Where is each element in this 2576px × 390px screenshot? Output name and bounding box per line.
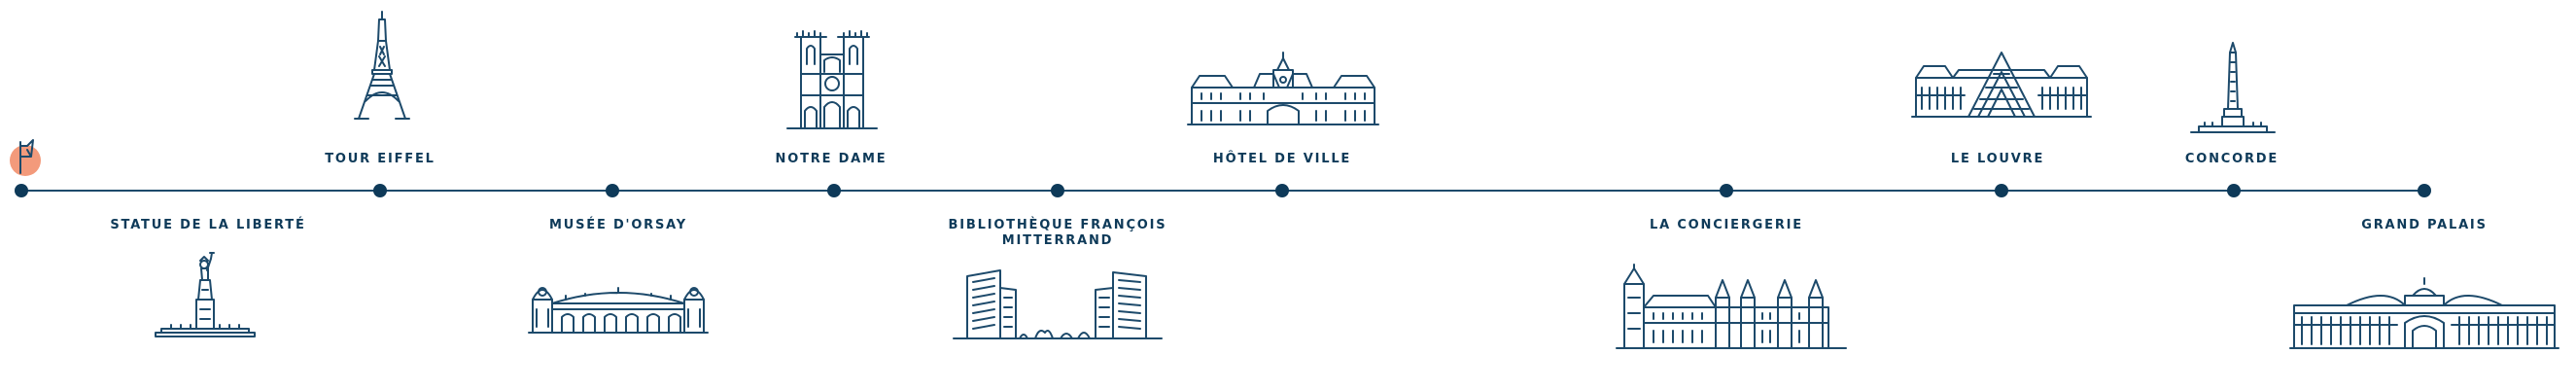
- timeline-dot-statue-liberte[interactable]: [15, 184, 28, 197]
- timeline-dot-grand-palais[interactable]: [2418, 184, 2431, 197]
- conciergerie-icon: [1615, 264, 1848, 352]
- timeline-dot-musee-orsay[interactable]: [606, 184, 619, 197]
- grand-palais-icon: [2288, 277, 2560, 352]
- notre-dame-icon: [785, 25, 879, 132]
- timeline-dot-concorde[interactable]: [2227, 184, 2241, 197]
- stop-label-louvre[interactable]: LE LOUVRE: [1950, 152, 2045, 166]
- hotel-de-ville-icon: [1186, 52, 1380, 128]
- stop-label-tour-eiffel[interactable]: TOUR EIFFEL: [325, 152, 435, 166]
- stop-label-hotel-de-ville[interactable]: HÔTEL DE VILLE: [1212, 152, 1352, 166]
- stop-label-musee-orsay[interactable]: MUSÉE D'ORSAY: [549, 218, 687, 232]
- stop-label-statue-liberte[interactable]: STATUE DE LA LIBERTÉ: [110, 218, 306, 232]
- stop-label-grand-palais[interactable]: GRAND PALAIS: [2361, 218, 2488, 232]
- eiffel-tower-icon: [351, 11, 413, 126]
- stop-label-concorde[interactable]: CONCORDE: [2184, 152, 2280, 166]
- timeline-line: [21, 190, 2424, 192]
- timeline-dot-hotel-de-ville[interactable]: [1275, 184, 1289, 197]
- musee-orsay-icon: [527, 270, 710, 337]
- timeline-dot-bibliotheque[interactable]: [1051, 184, 1064, 197]
- stop-label-bibliotheque[interactable]: BIBLIOTHÈQUE FRANÇOIS MITTERRAND: [948, 218, 1167, 248]
- timeline-dot-notre-dame[interactable]: [827, 184, 841, 197]
- louvre-icon: [1910, 45, 2093, 121]
- bibliotheque-icon: [952, 268, 1164, 342]
- timeline-dot-louvre[interactable]: [1995, 184, 2008, 197]
- flag-icon: [10, 139, 41, 176]
- start-marker[interactable]: [6, 134, 54, 183]
- timeline-dot-conciergerie[interactable]: [1720, 184, 1733, 197]
- statue-of-liberty-icon: [152, 251, 259, 340]
- stop-label-notre-dame[interactable]: NOTRE DAME: [775, 152, 888, 166]
- obelisk-icon: [2189, 39, 2277, 136]
- timeline-dot-tour-eiffel[interactable]: [373, 184, 387, 197]
- stop-label-conciergerie[interactable]: LA CONCIERGERIE: [1650, 218, 1803, 232]
